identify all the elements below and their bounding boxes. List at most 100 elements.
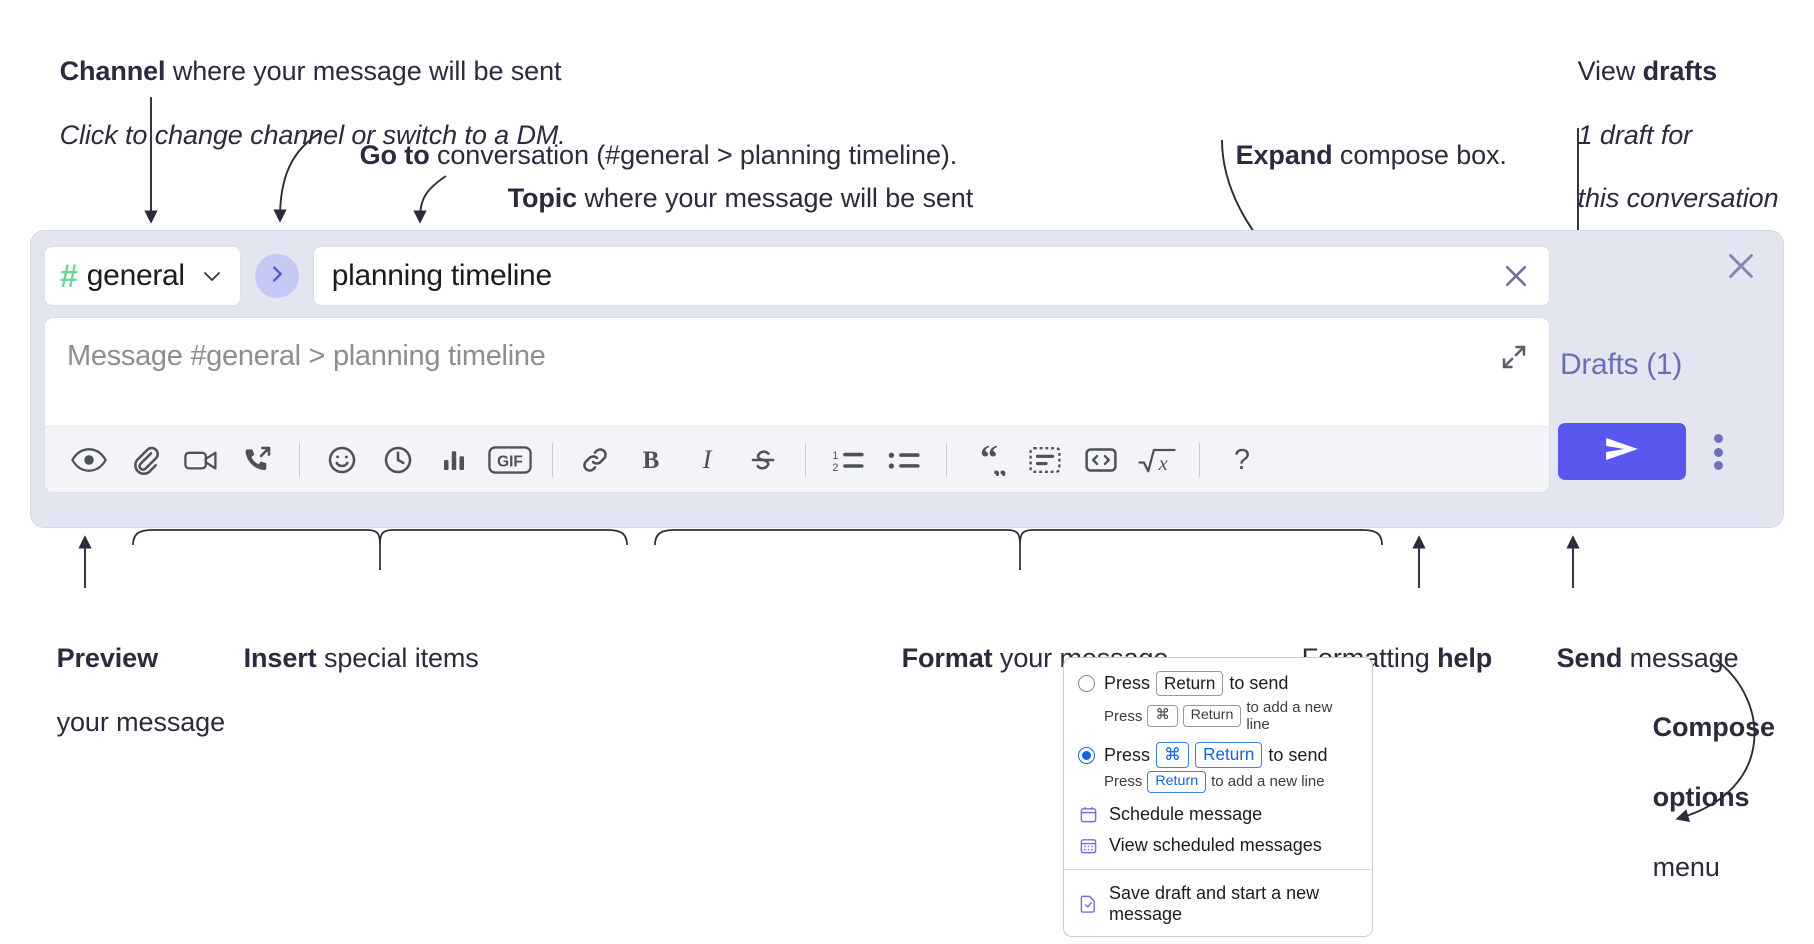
close-icon[interactable] bbox=[1499, 259, 1533, 293]
channel-name-label: general bbox=[86, 259, 185, 292]
annotation-goto-bold: Go to bbox=[359, 139, 430, 170]
keyboard-key: Return bbox=[1195, 742, 1263, 768]
annotation-channel-italic: Click to change channel or switch to a D… bbox=[59, 119, 566, 150]
topic-input-value: planning timeline bbox=[331, 259, 552, 292]
annotation-help-bold: help bbox=[1437, 642, 1493, 673]
code-icon[interactable] bbox=[1073, 434, 1129, 486]
compose-main-column: # general planning timeline bbox=[44, 245, 1550, 493]
svg-text:GIF: GIF bbox=[497, 453, 523, 470]
annotation-channel-rest: where your message will be sent bbox=[165, 55, 562, 86]
radio-button-icon[interactable] bbox=[1078, 746, 1095, 764]
menu-item-save-draft-and-start-a-new-message[interactable]: Save draft and start a new message bbox=[1064, 878, 1372, 930]
annotation-expand-bold: Expand bbox=[1235, 139, 1333, 170]
code-block-icon[interactable] bbox=[1017, 434, 1073, 486]
message-input[interactable]: Message #general > planning timeline bbox=[45, 318, 1549, 426]
help-icon[interactable]: ? bbox=[1214, 434, 1270, 486]
compose-box: # general planning timeline bbox=[31, 231, 1783, 527]
menu-text: to add a new line bbox=[1211, 773, 1325, 791]
annotation-topic-bold: Topic bbox=[507, 182, 578, 213]
svg-text:“: “ bbox=[980, 444, 998, 476]
poll-icon[interactable] bbox=[426, 434, 482, 486]
toolbar-separator bbox=[805, 442, 806, 477]
clock-icon[interactable] bbox=[370, 434, 426, 486]
send-shortcut-option[interactable]: Press ⌘Return to send bbox=[1064, 739, 1372, 768]
annotation-drafts-plain: View bbox=[1577, 55, 1643, 86]
send-button[interactable] bbox=[1558, 423, 1686, 480]
menu-item-label: View scheduled messages bbox=[1109, 834, 1322, 855]
italic-icon[interactable]: I bbox=[679, 434, 735, 486]
annotation-drafts-italic1: 1 draft for bbox=[1577, 119, 1693, 150]
menu-text: to send bbox=[1229, 673, 1289, 694]
chevron-down-icon bbox=[200, 264, 224, 288]
menu-item-view-scheduled-messages[interactable]: View scheduled messages bbox=[1064, 830, 1372, 861]
message-editor: Message #general > planning timeline bbox=[44, 317, 1550, 493]
annotation-goto-rest: conversation (#general > planning timeli… bbox=[429, 139, 958, 170]
gif-icon[interactable]: GIF bbox=[482, 434, 538, 486]
bold-icon[interactable]: B bbox=[623, 434, 679, 486]
video-icon[interactable] bbox=[173, 434, 229, 486]
bulleted-list-icon[interactable] bbox=[876, 434, 932, 486]
annotation-drafts-italic2: this conversation bbox=[1577, 183, 1779, 214]
annotation-send: Send message bbox=[1527, 611, 1739, 707]
svg-text:B: B bbox=[643, 447, 660, 474]
compose-options-button[interactable] bbox=[1701, 431, 1735, 473]
annotation-expand-rest: compose box. bbox=[1332, 139, 1507, 170]
channel-selector[interactable]: # general bbox=[44, 246, 241, 306]
annotation-preview: Preview your message bbox=[27, 611, 225, 770]
expand-icon[interactable] bbox=[1497, 340, 1531, 374]
keyboard-key: ⌘ bbox=[1147, 705, 1178, 728]
link-icon[interactable] bbox=[567, 434, 623, 486]
hash-icon: # bbox=[60, 258, 78, 294]
strikethrough-icon[interactable] bbox=[735, 434, 791, 486]
attachment-icon[interactable] bbox=[117, 434, 173, 486]
annotation-topic-rest: where your message will be sent bbox=[577, 182, 974, 213]
annotation-compose-options: Compose options menu bbox=[1623, 675, 1775, 921]
preview-icon[interactable] bbox=[61, 434, 117, 486]
svg-text:?: ? bbox=[1234, 444, 1250, 476]
annotation-goto: Go to conversation (#general > planning … bbox=[330, 108, 958, 204]
emoji-icon[interactable] bbox=[314, 434, 370, 486]
calendar-grid-icon bbox=[1078, 835, 1098, 855]
annotation-insert-rest: special items bbox=[316, 642, 479, 673]
more-options-icon bbox=[1713, 434, 1723, 443]
annotation-send-bold: Send bbox=[1556, 642, 1623, 673]
toolbar-separator bbox=[299, 442, 300, 477]
annotation-insert: Insert special items bbox=[214, 611, 479, 707]
send-shortcut-option[interactable]: Press Return to send bbox=[1064, 668, 1372, 697]
annotation-insert-bold: Insert bbox=[243, 642, 317, 673]
topic-input[interactable]: planning timeline bbox=[312, 246, 1550, 306]
option-sublabel: Press ⌘Return to add a new line bbox=[1064, 697, 1372, 739]
annotation-preview-rest: your message bbox=[56, 706, 225, 737]
annotation-channel: Channel where your message will be sent … bbox=[30, 24, 566, 183]
radio-button-icon[interactable] bbox=[1078, 675, 1095, 693]
annotation-drafts-bold: drafts bbox=[1642, 55, 1718, 86]
calendar-icon bbox=[1078, 804, 1098, 824]
option-label: Press ⌘Return to send bbox=[1104, 742, 1328, 768]
goto-conversation-button[interactable] bbox=[254, 254, 299, 298]
annotation-compose-options-rest: menu bbox=[1652, 852, 1720, 883]
menu-text: to add a new line bbox=[1246, 699, 1333, 734]
annotation-format-bold: Format bbox=[901, 642, 993, 673]
math-icon[interactable]: x bbox=[1129, 434, 1185, 486]
call-icon[interactable] bbox=[229, 434, 285, 486]
message-input-placeholder: Message #general > planning timeline bbox=[67, 340, 546, 372]
chevron-right-icon bbox=[266, 263, 288, 290]
svg-text:1: 1 bbox=[832, 449, 838, 461]
annotation-preview-bold: Preview bbox=[56, 642, 158, 673]
menu-item-schedule-message[interactable]: Schedule message bbox=[1064, 799, 1372, 830]
drafts-link[interactable]: Drafts (1) bbox=[1560, 348, 1683, 381]
keyboard-key: Return bbox=[1182, 705, 1242, 728]
menu-text: to send bbox=[1268, 744, 1328, 765]
annotation-channel-bold: Channel bbox=[59, 55, 166, 86]
svg-text:2: 2 bbox=[832, 461, 838, 473]
close-icon[interactable] bbox=[1723, 248, 1759, 284]
annotation-compose-options-bold2: options bbox=[1652, 782, 1750, 813]
more-options-icon bbox=[1713, 461, 1723, 470]
blockquote-icon[interactable]: “„ bbox=[961, 434, 1017, 486]
svg-text:I: I bbox=[702, 445, 713, 474]
annotation-compose-options-bold1: Compose bbox=[1652, 712, 1775, 743]
